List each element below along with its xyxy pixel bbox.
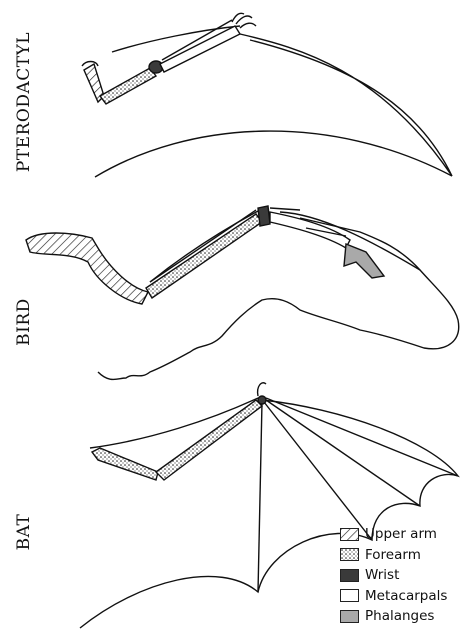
bird-wrist [258,206,270,226]
white-swatch-icon [340,589,359,602]
legend: Upper arm Forearm Wrist Metacarpals Phal… [340,524,470,627]
bat-finger-5 [266,398,458,476]
pterodactyl-wing-finger [240,34,452,176]
legend-item-phalanges: Phalanges [340,606,470,627]
gray-swatch-icon [340,610,359,623]
bird-upper-arm [26,233,148,304]
legend-label: Metacarpals [365,588,447,604]
legend-label: Phalanges [365,608,434,624]
bat-upper-arm [92,448,158,480]
pterodactyl-metacarpal [160,26,240,72]
legend-item-forearm: Forearm [340,545,470,566]
bat-forearm [156,400,262,480]
bird-wing [26,206,459,380]
hatch-swatch-icon [340,528,359,541]
bat-wrist [258,396,266,404]
bird-forearm [146,214,262,298]
dots-swatch-icon [340,548,359,561]
legend-label: Wrist [365,567,399,583]
bat-finger-3 [264,402,372,540]
pterodactyl-forearm [100,68,156,104]
bird-label: BIRD [14,262,34,382]
legend-item-wrist: Wrist [340,565,470,586]
bat-finger-2 [258,402,262,592]
dark-swatch-icon [340,569,359,582]
legend-item-metacarpals: Metacarpals [340,586,470,607]
pterodactyl-label: PTERODACTYL [14,22,34,182]
legend-label: Forearm [365,547,421,563]
bird-phalanges [344,244,384,278]
legend-item-upper-arm: Upper arm [340,524,470,545]
legend-label: Upper arm [365,526,437,542]
bat-label: BAT [14,472,34,592]
pterodactyl-wing [82,13,452,177]
pterodactyl-membrane-edge [95,131,452,177]
